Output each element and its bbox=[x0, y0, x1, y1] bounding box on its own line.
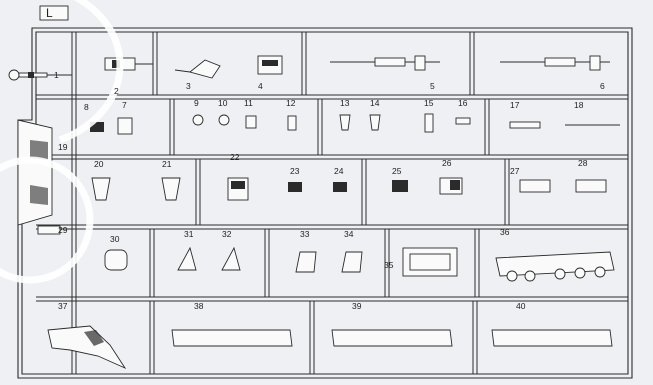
part-number-label: 26 bbox=[442, 158, 452, 168]
part-20-bucket bbox=[91, 177, 111, 201]
part-30-lid bbox=[104, 249, 128, 271]
part-number-label: 8 bbox=[84, 102, 89, 112]
parts-13-16-small bbox=[339, 113, 471, 133]
part-number-label: 6 bbox=[600, 81, 605, 91]
part-number-label: 37 bbox=[58, 301, 68, 311]
watermark-shapes bbox=[0, 0, 124, 284]
part-number-label: 27 bbox=[510, 166, 520, 176]
part-number-label: 3 bbox=[186, 81, 191, 91]
part-number-label: 9 bbox=[194, 98, 199, 108]
part-number-label: 20 bbox=[94, 159, 104, 169]
part-number-label: 31 bbox=[184, 229, 194, 239]
part-number-label: 35 bbox=[384, 260, 394, 270]
part-number-label: 30 bbox=[110, 234, 120, 244]
parts-38-40-running-gear bbox=[171, 329, 613, 347]
part-2-bracket bbox=[104, 57, 153, 71]
part-number-label: 2 bbox=[114, 86, 119, 96]
part-number-label: 19 bbox=[58, 142, 68, 152]
part-number-label: 16 bbox=[458, 98, 468, 108]
part-3-clamp bbox=[174, 59, 221, 79]
sprue-letter-tag: L bbox=[39, 5, 69, 21]
part-number-label: 28 bbox=[578, 158, 588, 168]
part-number-label: 33 bbox=[300, 229, 310, 239]
part-number-label: 22 bbox=[230, 152, 240, 162]
part-35-frame bbox=[402, 247, 458, 277]
part-number-label: 29 bbox=[58, 225, 68, 235]
parts-9-12-small bbox=[192, 114, 297, 131]
part-number-label: 13 bbox=[340, 98, 350, 108]
parts-17-18-rods bbox=[509, 121, 620, 129]
parts-31-32-triangles bbox=[177, 246, 241, 271]
part-number-label: 36 bbox=[500, 227, 510, 237]
part-number-label: 24 bbox=[334, 166, 344, 176]
part-number-label: 7 bbox=[122, 100, 127, 110]
part-number-label: 5 bbox=[430, 81, 435, 91]
part-1-rod bbox=[8, 69, 72, 81]
part-number-label: 4 bbox=[258, 81, 263, 91]
part-number-label: 11 bbox=[244, 98, 253, 108]
part-number-labels: 1 2 3 4 5 6 7 8 9 10 11 12 13 14 15 16 1… bbox=[54, 70, 605, 311]
part-4-box bbox=[257, 55, 283, 75]
part-number-label: 14 bbox=[370, 98, 380, 108]
parts-23-24-blocks bbox=[288, 182, 347, 192]
parts-27-28-brackets bbox=[519, 179, 607, 193]
part-number-label: 34 bbox=[344, 229, 354, 239]
runner-frame bbox=[17, 27, 633, 379]
part-number-label: 17 bbox=[510, 100, 520, 110]
part-19-side-plate bbox=[17, 119, 53, 226]
part-29-hook bbox=[37, 225, 61, 235]
part-number-label: 12 bbox=[286, 98, 296, 108]
part-37-blade bbox=[47, 325, 127, 370]
part-21-bucket bbox=[161, 177, 181, 201]
part-5-long-rod bbox=[330, 55, 440, 71]
part-number-label: 10 bbox=[218, 98, 228, 108]
parts-25-26-blocks bbox=[392, 177, 463, 195]
part-number-label: 38 bbox=[194, 301, 204, 311]
part-number-label: 21 bbox=[162, 159, 172, 169]
part-number-label: 39 bbox=[352, 301, 362, 311]
parts-33-34-steps bbox=[295, 251, 363, 273]
part-36-running-gear bbox=[495, 251, 615, 282]
part-number-label: 40 bbox=[516, 301, 526, 311]
part-number-label: 32 bbox=[222, 229, 232, 239]
part-22-block bbox=[227, 177, 249, 201]
part-number-label: 1 bbox=[54, 70, 59, 80]
part-number-label: 25 bbox=[392, 166, 402, 176]
part-number-label: 23 bbox=[290, 166, 300, 176]
part-6-long-rod bbox=[500, 55, 610, 71]
part-number-label: 15 bbox=[424, 98, 434, 108]
sprue-letter: L bbox=[46, 6, 53, 20]
part-7-hatch bbox=[90, 117, 133, 135]
part-number-label: 18 bbox=[574, 100, 584, 110]
